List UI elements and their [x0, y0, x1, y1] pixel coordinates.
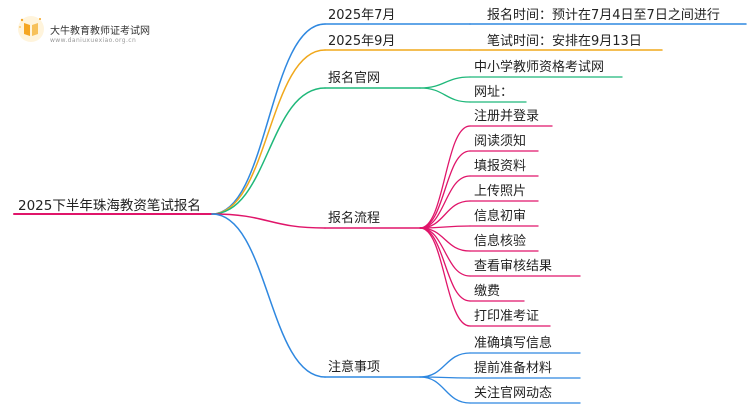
brand-url: www.daniuxuexiao.org.cn: [50, 37, 137, 44]
site-logo: 大牛教育教师证考试网 www.daniuxuexiao.org.cn: [16, 14, 176, 48]
leaf-note-follow: 关注官网动态: [474, 386, 553, 401]
leaf-curve-flow-0: [419, 125, 471, 229]
branch-site-label: 报名官网: [328, 71, 381, 86]
leaf-curve-flow-6: [419, 227, 471, 277]
branch-curve-july: [211, 23, 326, 215]
leaf-curve-notes-0: [419, 352, 471, 378]
leaf-official-site: 中小学教师资格考试网: [474, 60, 605, 75]
leaf-step-verify: 信息核验: [474, 234, 527, 249]
leaf-curve-flow-1: [419, 150, 471, 229]
leaf-step-photo: 上传照片: [474, 184, 527, 199]
leaf-site-url: 网址：: [474, 85, 514, 100]
leaf-curve-flow-3: [419, 200, 471, 229]
leaf-signup-time: 报名时间：预计在7月4日至7日之间进行: [487, 8, 720, 23]
leaf-note-prepare: 提前准备材料: [474, 361, 553, 376]
leaf-curve-notes-2: [419, 376, 471, 404]
leaf-step-register: 注册并登录: [474, 109, 540, 124]
leaf-step-print: 打印准考证: [474, 309, 540, 324]
leaf-step-fill: 填报资料: [474, 159, 527, 174]
branch-notes-label: 注意事项: [328, 360, 381, 375]
leaf-curve-flow-8: [419, 227, 471, 327]
branch-curve-flow: [211, 213, 326, 229]
leaf-note-accurate: 准确填写信息: [474, 336, 553, 351]
leaf-step-result: 查看审核结果: [474, 259, 553, 274]
leaf-step-precheck: 信息初审: [474, 209, 527, 224]
branch-curve-notes: [211, 213, 326, 378]
branch-curve-sept: [211, 49, 326, 215]
leaf-curve-flow-2: [419, 175, 471, 229]
leaf-step-read: 阅读须知: [474, 134, 527, 149]
leaf-curve-site-1: [419, 87, 471, 103]
leaf-exam-time: 笔试时间：安排在9月13日: [487, 34, 642, 49]
branch-flow-label: 报名流程: [328, 211, 381, 226]
book-icon: [18, 16, 44, 42]
brand-name: 大牛教育教师证考试网: [50, 26, 150, 37]
root-topic: 2025下半年珠海教资笔试报名: [18, 198, 201, 214]
branch-sept-label: 2025年9月: [328, 34, 396, 49]
branch-curve-site: [211, 87, 326, 215]
leaf-curve-site-0: [419, 76, 471, 89]
branch-july-label: 2025年7月: [328, 8, 396, 23]
leaf-step-pay: 缴费: [474, 284, 501, 299]
